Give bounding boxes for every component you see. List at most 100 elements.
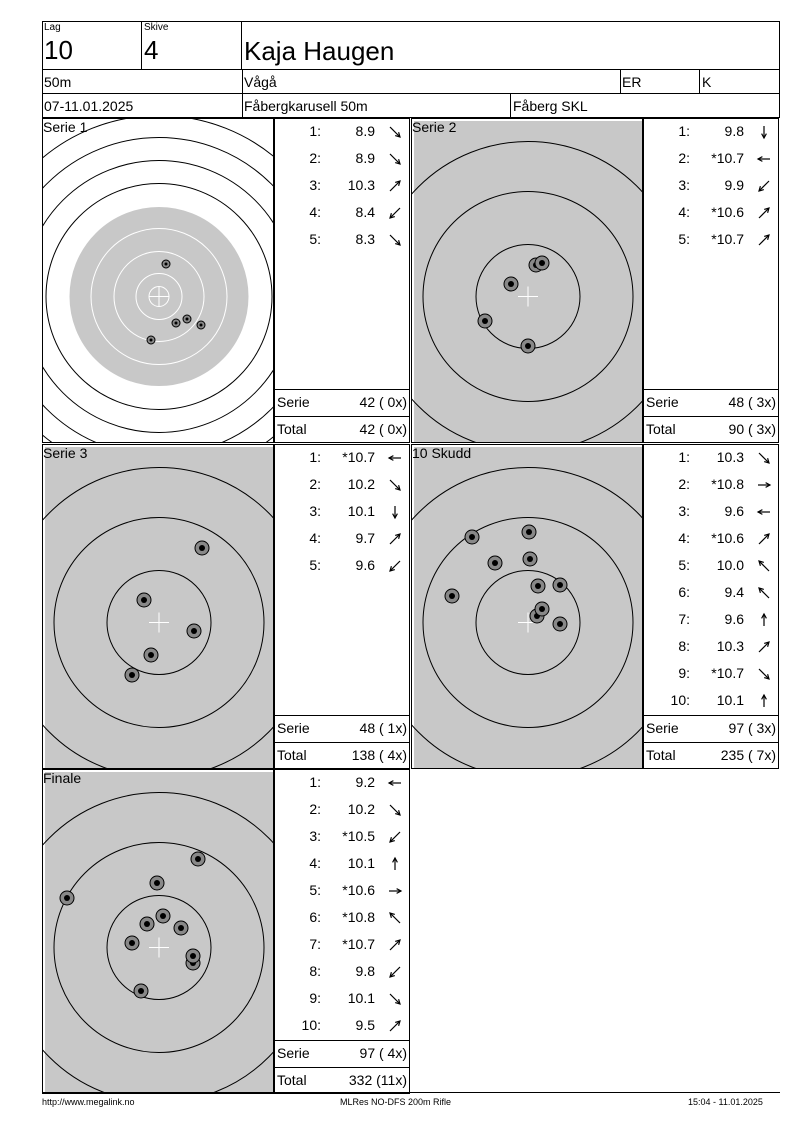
shot-number: 5:	[309, 882, 321, 898]
footer-divider	[42, 1092, 780, 1093]
shot-row: 4:10.1	[275, 855, 411, 875]
shot-number: 5:	[309, 557, 321, 573]
shot-row: 2:10.2	[275, 476, 411, 496]
ring	[135, 273, 183, 320]
shot-row: 4:9.7	[275, 530, 411, 550]
shot-row: 4: 8.4	[275, 204, 411, 224]
direction-arrow-icon	[387, 780, 401, 786]
shot-center	[174, 321, 178, 325]
shot-row: 3: 9.6	[644, 503, 780, 523]
divider	[644, 742, 778, 743]
divider	[510, 93, 511, 118]
shot-center	[449, 593, 455, 599]
shot-value: *10.7	[342, 936, 375, 952]
ring	[412, 467, 642, 768]
shot-center	[148, 652, 154, 658]
direction-arrow-icon	[389, 888, 403, 894]
direction-arrow-icon	[387, 455, 401, 461]
shot-center	[557, 582, 563, 588]
direction-arrow-icon	[389, 804, 401, 816]
shot-center	[539, 606, 545, 612]
divider	[242, 69, 243, 118]
shot-number: 2:	[309, 801, 321, 817]
target-panel: Serie 1	[42, 118, 274, 443]
ring	[53, 842, 265, 1053]
target-bg	[45, 772, 273, 1093]
direction-arrow-icon	[761, 612, 767, 626]
shot-value: 9.6	[724, 503, 744, 519]
shot-number: 1:	[309, 774, 321, 790]
target-svg	[412, 447, 642, 768]
shot-number: 3:	[678, 177, 690, 193]
distance: 50m	[44, 74, 72, 90]
shot-number: 2:	[678, 150, 690, 166]
shooter-name: Kaja Haugen	[244, 36, 395, 66]
shot-number: 5:	[678, 231, 690, 247]
shot-number: 3:	[309, 177, 321, 193]
shot-value: 8.4	[355, 204, 375, 220]
shot-value: 10.3	[347, 177, 375, 193]
shot-value: 8.3	[355, 231, 375, 247]
ring	[422, 191, 634, 402]
panel-title: Serie 3	[43, 445, 88, 461]
target-panel: 10 Skudd	[411, 444, 643, 769]
shot-row: 5: 10.0	[644, 557, 780, 577]
shot-value: 9.4	[724, 584, 744, 600]
panel-title: Finale	[43, 770, 82, 786]
shot-value: 10.1	[716, 692, 744, 708]
direction-arrow-icon	[758, 668, 770, 680]
shot-number: 10:	[670, 692, 690, 708]
shot-number: 5:	[678, 557, 690, 573]
shot-value: 10.2	[347, 476, 375, 492]
panel-title: Serie 2	[412, 119, 457, 135]
shot-row: 1:*10.7	[275, 449, 411, 469]
divider	[275, 742, 409, 743]
direction-arrow-icon	[389, 479, 401, 491]
direction-arrow-icon	[389, 912, 401, 924]
shot-row: 8:10.3	[644, 638, 780, 658]
shot-row: 2:*10.8	[644, 476, 780, 496]
shot-row: 2:8.9	[275, 150, 411, 170]
shot-number: 8:	[678, 638, 690, 654]
shot-value: 10.2	[347, 801, 375, 817]
shot-value: 8.9	[355, 150, 375, 166]
shot-value: *10.8	[342, 909, 375, 925]
class1: ER	[622, 74, 642, 90]
shot-row: 6:*10.8	[275, 909, 411, 929]
ring	[43, 160, 273, 433]
direction-arrow-icon	[756, 509, 770, 515]
shot-center	[492, 560, 498, 566]
shot-value: 10.0	[716, 557, 744, 573]
shot-center	[482, 318, 488, 324]
shot-number: 1:	[678, 449, 690, 465]
shot-number: 5:	[309, 231, 321, 247]
shot-number: 7:	[309, 936, 321, 952]
shot-number: 4:	[309, 855, 321, 871]
shot-value: 9.2	[355, 774, 375, 790]
target-bg	[414, 447, 642, 768]
divider	[644, 715, 778, 716]
direction-arrow-icon	[389, 831, 401, 843]
ring	[90, 228, 228, 365]
shot-center	[557, 621, 563, 627]
shot-value: 10.3	[716, 449, 744, 465]
direction-arrow-icon	[389, 939, 401, 951]
ring	[106, 570, 212, 675]
shot-number: 4:	[309, 204, 321, 220]
direction-arrow-icon	[389, 153, 401, 165]
shot-row: 9:10.1	[275, 990, 411, 1010]
direction-arrow-icon	[758, 560, 770, 572]
serie-label: Serie	[277, 394, 310, 410]
shot-row: 6:9.4	[644, 584, 780, 604]
serie-label: Serie	[646, 720, 679, 736]
direction-arrow-icon	[389, 126, 401, 138]
footer-left: http://www.megalink.no	[42, 1097, 135, 1107]
ring	[68, 206, 250, 387]
shot-value: *10.7	[711, 231, 744, 247]
shot-center	[154, 880, 160, 886]
shot-row: 5: 8.3	[275, 231, 411, 251]
shot-number: 3:	[678, 503, 690, 519]
crosshair	[149, 612, 169, 633]
